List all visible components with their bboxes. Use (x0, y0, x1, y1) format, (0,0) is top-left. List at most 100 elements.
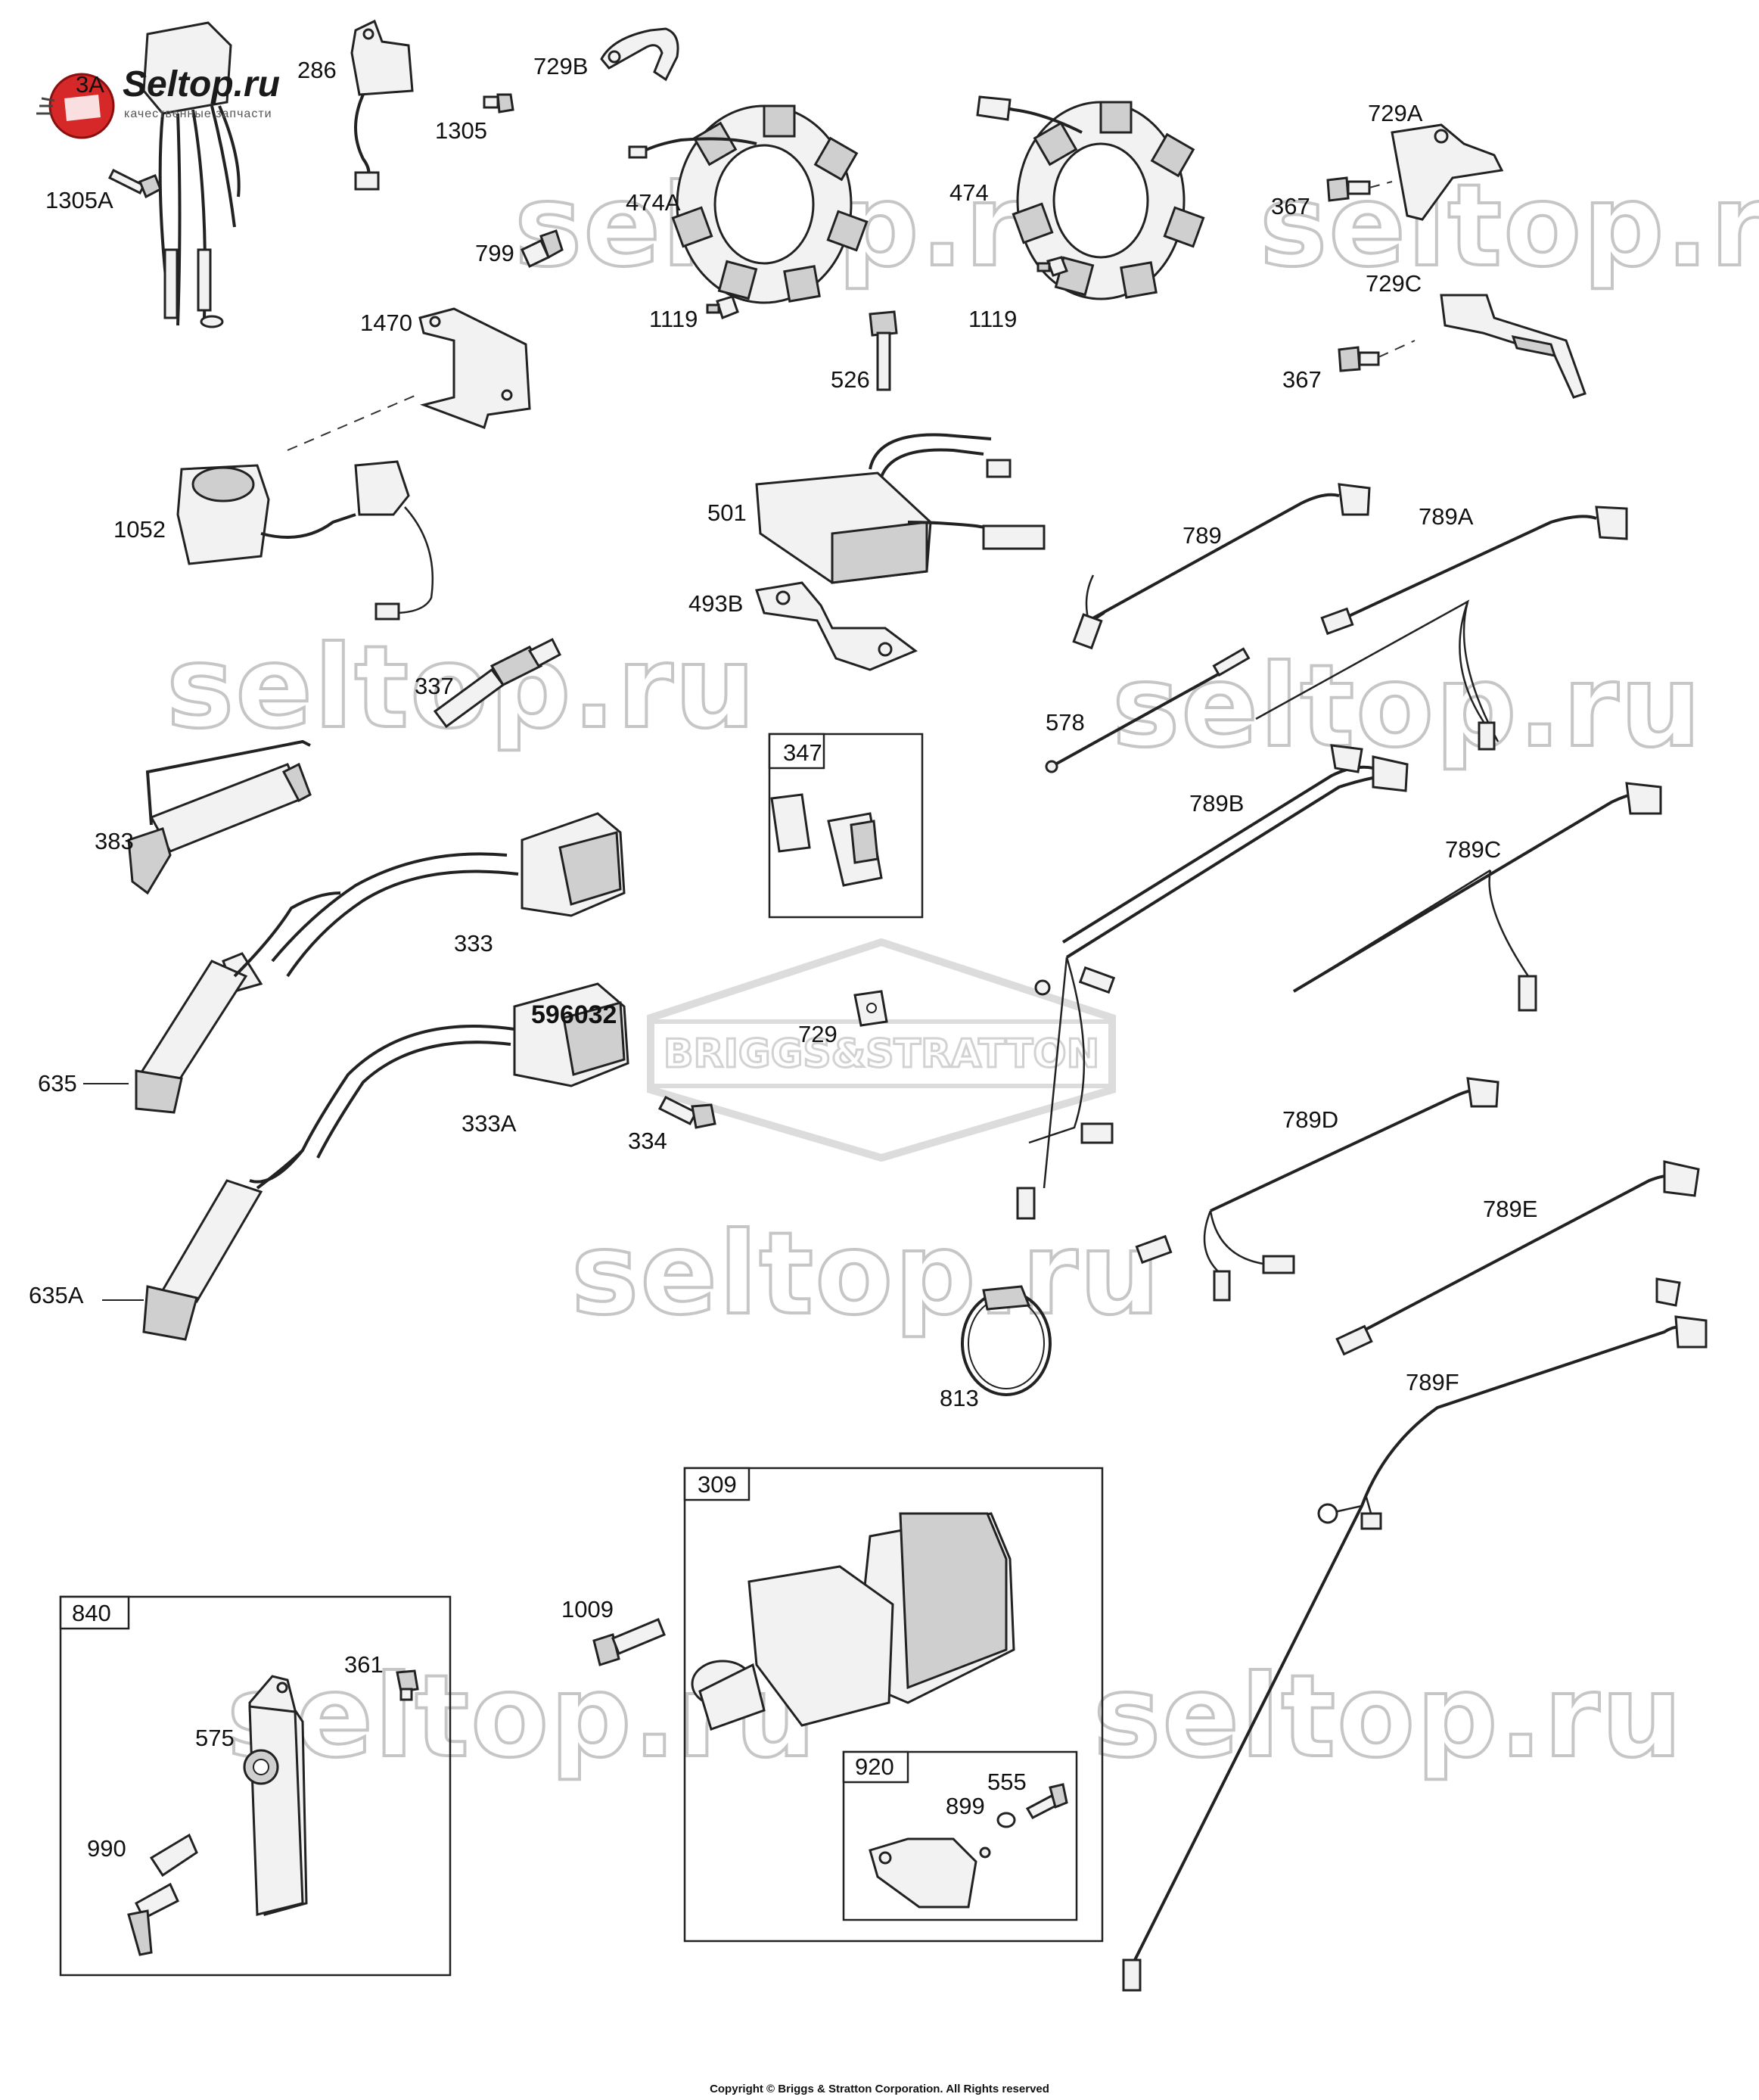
leader-367-top (1369, 181, 1393, 188)
alternator-474a[interactable] (628, 104, 869, 304)
label-596032: 596032 (531, 1000, 617, 1029)
label-1009: 1009 (561, 1596, 614, 1622)
label-367-bottom: 367 (1282, 366, 1322, 393)
bolt-526[interactable] (869, 310, 898, 391)
screw-361[interactable] (396, 1669, 419, 1701)
label-337: 337 (415, 673, 454, 699)
label-920: 920 (855, 1753, 894, 1780)
wire-harness-789a[interactable] (1255, 506, 1628, 751)
label-729c: 729C (1366, 270, 1422, 297)
label-990: 990 (87, 1835, 126, 1862)
hose-clamp-813[interactable] (961, 1285, 1052, 1396)
leader-1470 (287, 393, 421, 451)
label-789: 789 (1183, 522, 1222, 549)
label-1119-left: 1119 (649, 306, 698, 332)
wire-harness-789e[interactable] (1335, 1160, 1700, 1356)
kit-box-309[interactable] (683, 1467, 1104, 1943)
label-555: 555 (987, 1769, 1027, 1795)
bolt-367-bottom[interactable] (1338, 346, 1380, 372)
label-286: 286 (297, 57, 337, 83)
label-501: 501 (707, 499, 747, 526)
label-789d: 789D (1282, 1106, 1338, 1133)
bolt-1009[interactable] (592, 1618, 666, 1666)
bracket-729a[interactable] (1391, 123, 1504, 221)
watermark-text: seltop.ru (571, 1209, 1161, 1340)
wire-harness-789c[interactable] (1292, 782, 1662, 1012)
clip-729[interactable] (853, 990, 888, 1027)
label-493b: 493B (688, 590, 743, 617)
watermark-text: seltop.ru (166, 622, 757, 754)
label-333a: 333A (462, 1110, 517, 1137)
bolt-1305[interactable] (483, 93, 514, 114)
ground-wire-578[interactable] (1045, 647, 1251, 773)
bolt-1119-right[interactable] (1036, 256, 1068, 277)
label-383: 383 (95, 828, 134, 854)
kit-box-347[interactable] (768, 733, 924, 919)
bolt-367-top[interactable] (1326, 176, 1371, 202)
wire-harness-789[interactable] (1072, 483, 1371, 650)
label-729b: 729B (533, 53, 588, 79)
label-813: 813 (940, 1385, 979, 1411)
label-635: 635 (38, 1070, 77, 1097)
watermarks: seltop.ru seltop.ru seltop.ru seltop.ru … (165, 159, 1759, 1784)
alternator-474[interactable] (976, 95, 1205, 300)
label-333: 333 (454, 930, 493, 957)
label-789e: 789E (1483, 1196, 1537, 1222)
logo-title: Seltop.ru (123, 64, 281, 104)
part-ignition-module-286[interactable] (350, 19, 414, 191)
kit-box-840[interactable] (59, 1595, 452, 1977)
rectifier-501[interactable] (755, 433, 1046, 584)
label-361: 361 (344, 1651, 384, 1678)
spark-plug-boot-635[interactable] (135, 891, 341, 1114)
label-474a: 474A (626, 189, 681, 216)
briggs-stratton-watermark: BRIGGS&STRATTON (647, 938, 1116, 1162)
bolt-1305a[interactable] (107, 168, 162, 199)
fist-gear-logo-icon (36, 73, 115, 139)
part-module-3a[interactable] (142, 21, 241, 328)
label-367-top: 367 (1271, 193, 1310, 219)
washer-899[interactable] (996, 1812, 1016, 1828)
oil-sensor-switch-1052[interactable] (176, 460, 434, 621)
label-729: 729 (798, 1021, 838, 1047)
label-578: 578 (1046, 709, 1085, 736)
bolt-799[interactable] (521, 229, 564, 269)
ignition-coil-333[interactable] (222, 812, 626, 993)
spark-plug-wrench-383[interactable] (127, 739, 312, 895)
ignition-coil-596032[interactable] (249, 982, 629, 1184)
spark-plug-boot-635a[interactable] (142, 1149, 304, 1341)
watermark-text: seltop.ru (1112, 641, 1702, 773)
leader-367-bottom (1378, 340, 1416, 358)
label-1305a: 1305A (45, 187, 113, 213)
kit-box-920[interactable] (842, 1750, 1078, 1921)
label-1470: 1470 (360, 310, 412, 336)
label-840: 840 (72, 1600, 111, 1626)
bracket-493b[interactable] (755, 581, 918, 671)
bracket-729c[interactable] (1440, 294, 1587, 399)
label-635a: 635A (29, 1282, 84, 1308)
spark-plug-337[interactable] (433, 637, 561, 729)
copyright-notice: Copyright © Briggs & Stratton Corporatio… (710, 2083, 1049, 2095)
bolt-334[interactable] (657, 1096, 716, 1129)
label-789b: 789B (1189, 790, 1244, 817)
label-3a: 3A (76, 71, 104, 98)
label-799: 799 (475, 240, 514, 266)
clip-729b[interactable] (600, 27, 679, 82)
bolt-1119-left[interactable] (706, 295, 739, 319)
wire-harness-789d[interactable] (1135, 1077, 1500, 1302)
label-789c: 789C (1445, 836, 1501, 863)
wire-harness-789f[interactable] (1122, 1277, 1708, 1992)
label-575: 575 (195, 1725, 235, 1751)
label-1305: 1305 (435, 117, 487, 144)
label-474: 474 (949, 179, 989, 206)
seltop-logo[interactable]: Seltop.ru качественные запчасти (39, 64, 312, 132)
label-1052: 1052 (113, 516, 166, 543)
screw-555[interactable] (1025, 1783, 1068, 1819)
wire-harness-789b[interactable] (1016, 744, 1409, 1220)
briggs-stratton-text: BRIGGS&STRATTON (664, 1031, 1099, 1077)
bracket-1470[interactable] (418, 307, 531, 429)
label-347: 347 (783, 739, 822, 766)
watermark-text: seltop.ru (1093, 1651, 1683, 1783)
label-526: 526 (831, 366, 870, 393)
